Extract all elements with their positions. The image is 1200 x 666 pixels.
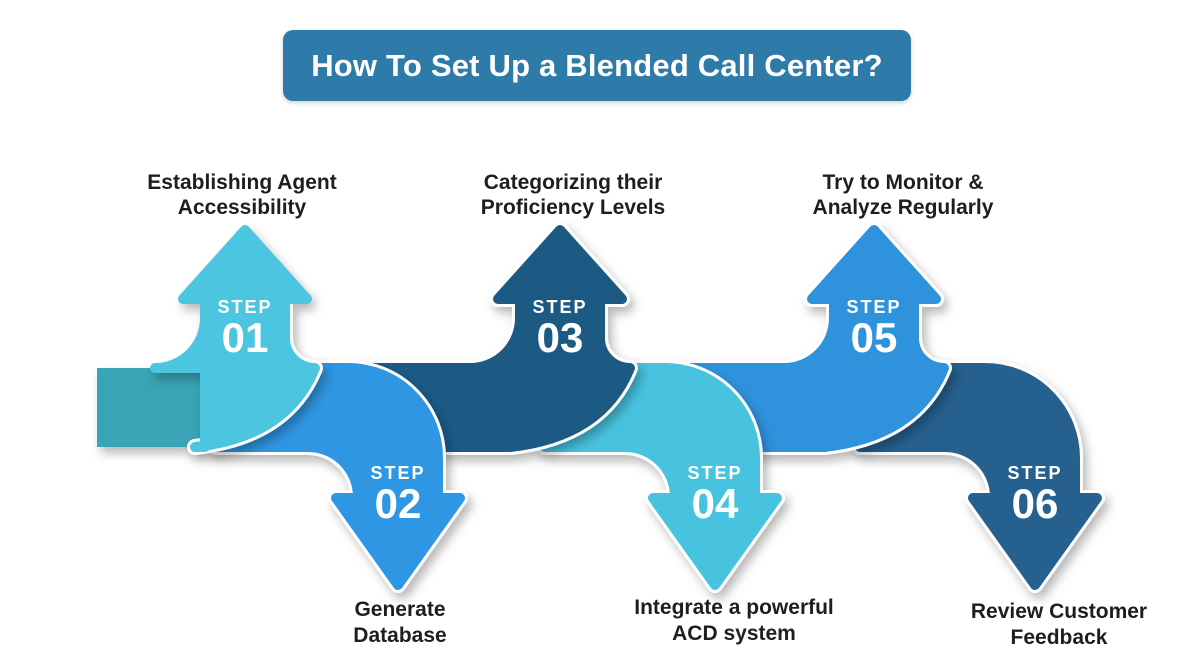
step-1-label-line1: Establishing Agent xyxy=(147,171,336,194)
ribbon-tail xyxy=(97,368,206,447)
step-1-number: 01 xyxy=(222,314,269,361)
page-title: How To Set Up a Blended Call Center? xyxy=(311,47,883,83)
step-5-number: 05 xyxy=(851,314,898,361)
step-labels: Establishing Agent Accessibility Generat… xyxy=(147,171,1147,649)
ribbon-arrow-up-5 xyxy=(683,225,949,452)
step-3-label-line2: Proficiency Levels xyxy=(481,196,665,219)
ribbon-start-tail xyxy=(97,368,206,447)
step-6-label-line2: Feedback xyxy=(1011,626,1108,649)
step-1-word: STEP xyxy=(217,297,272,317)
step-4-label-line2: ACD system xyxy=(672,622,796,645)
step-2-number: 02 xyxy=(375,480,422,527)
step-1-arrow xyxy=(150,225,323,455)
ribbon-arrow-down-4 xyxy=(540,363,782,590)
step-texts: STEP 01 STEP 02 STEP 03 STEP 04 STEP 05 … xyxy=(217,297,1062,527)
ribbon-arrow-up-3 xyxy=(365,225,635,452)
step-6-word: STEP xyxy=(1007,463,1062,483)
step-5-label-line1: Try to Monitor & xyxy=(823,171,984,194)
step-6-number: 06 xyxy=(1012,480,1059,527)
step-2-word: STEP xyxy=(370,463,425,483)
step-2-label-line2: Database xyxy=(353,624,446,647)
step-2-label-line1: Generate xyxy=(354,598,445,621)
step-6-arrow xyxy=(852,360,1105,593)
step-5-word: STEP xyxy=(846,297,901,317)
step-3-word: STEP xyxy=(532,297,587,317)
step-1-label-line2: Accessibility xyxy=(178,196,307,219)
step-3-number: 03 xyxy=(537,314,584,361)
ribbon-arrow-down-6 xyxy=(855,363,1102,590)
step-4-arrow xyxy=(537,360,785,593)
step-4-number: 04 xyxy=(692,480,739,527)
step-3-arrow xyxy=(362,222,638,455)
step-3-label-line1: Categorizing their xyxy=(484,171,663,194)
step-5-label-line2: Analyze Regularly xyxy=(813,196,994,219)
step-4-label-line1: Integrate a powerful xyxy=(634,596,834,619)
step-5-arrow xyxy=(680,222,952,455)
step-6-label-line1: Review Customer xyxy=(971,600,1147,623)
step-4-word: STEP xyxy=(687,463,742,483)
ribbon-arrow-up-1 xyxy=(150,225,320,452)
title-banner: How To Set Up a Blended Call Center? xyxy=(283,30,911,101)
